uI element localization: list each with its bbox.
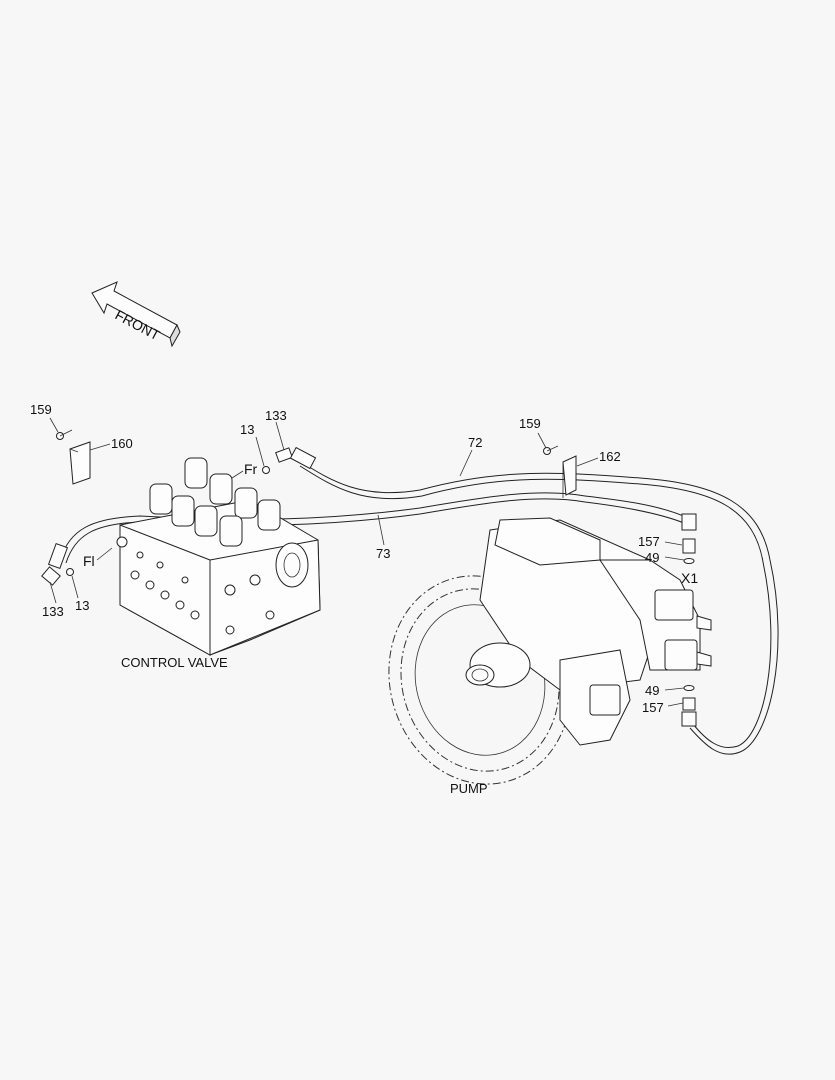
callout-49-bottom: 49 <box>645 683 659 698</box>
bracket-162 <box>543 445 577 498</box>
port-fl-label: Fl <box>83 553 95 569</box>
hose-72 <box>297 459 779 755</box>
fitting-133-top <box>262 446 317 474</box>
callout-13-left: 13 <box>75 598 89 613</box>
callout-157-top: 157 <box>638 534 660 549</box>
callout-49-top: 49 <box>645 550 659 565</box>
callout-159-right: 159 <box>519 416 541 431</box>
port-fr-label: Fr <box>244 461 258 477</box>
callout-73: 73 <box>376 546 390 561</box>
callout-162: 162 <box>599 449 621 464</box>
callout-133-left: 133 <box>42 604 64 619</box>
callout-160: 160 <box>111 436 133 451</box>
callout-72: 72 <box>468 435 482 450</box>
hose-73 <box>59 492 586 564</box>
fitting-x1-bottom <box>681 685 697 727</box>
callout-157-bottom: 157 <box>642 700 664 715</box>
fitting-x1-top <box>681 513 697 564</box>
front-arrow: FRONT <box>91 281 181 348</box>
control-valve <box>116 457 321 656</box>
pump <box>388 517 712 785</box>
callout-13-top: 13 <box>240 422 254 437</box>
callout-133-top: 133 <box>265 408 287 423</box>
port-x1-label: X1 <box>681 570 698 586</box>
control-valve-label: CONTROL VALVE <box>121 655 228 670</box>
pump-label: PUMP <box>450 781 488 796</box>
port-labels: Fr Fl X1 <box>83 461 698 586</box>
callout-159-left: 159 <box>30 402 52 417</box>
leader-lines <box>49 417 685 707</box>
fitting-133-left <box>41 542 74 586</box>
bracket-160 <box>56 429 91 485</box>
callout-labels: 159 160 133 13 72 73 159 162 157 49 49 1… <box>30 402 664 715</box>
